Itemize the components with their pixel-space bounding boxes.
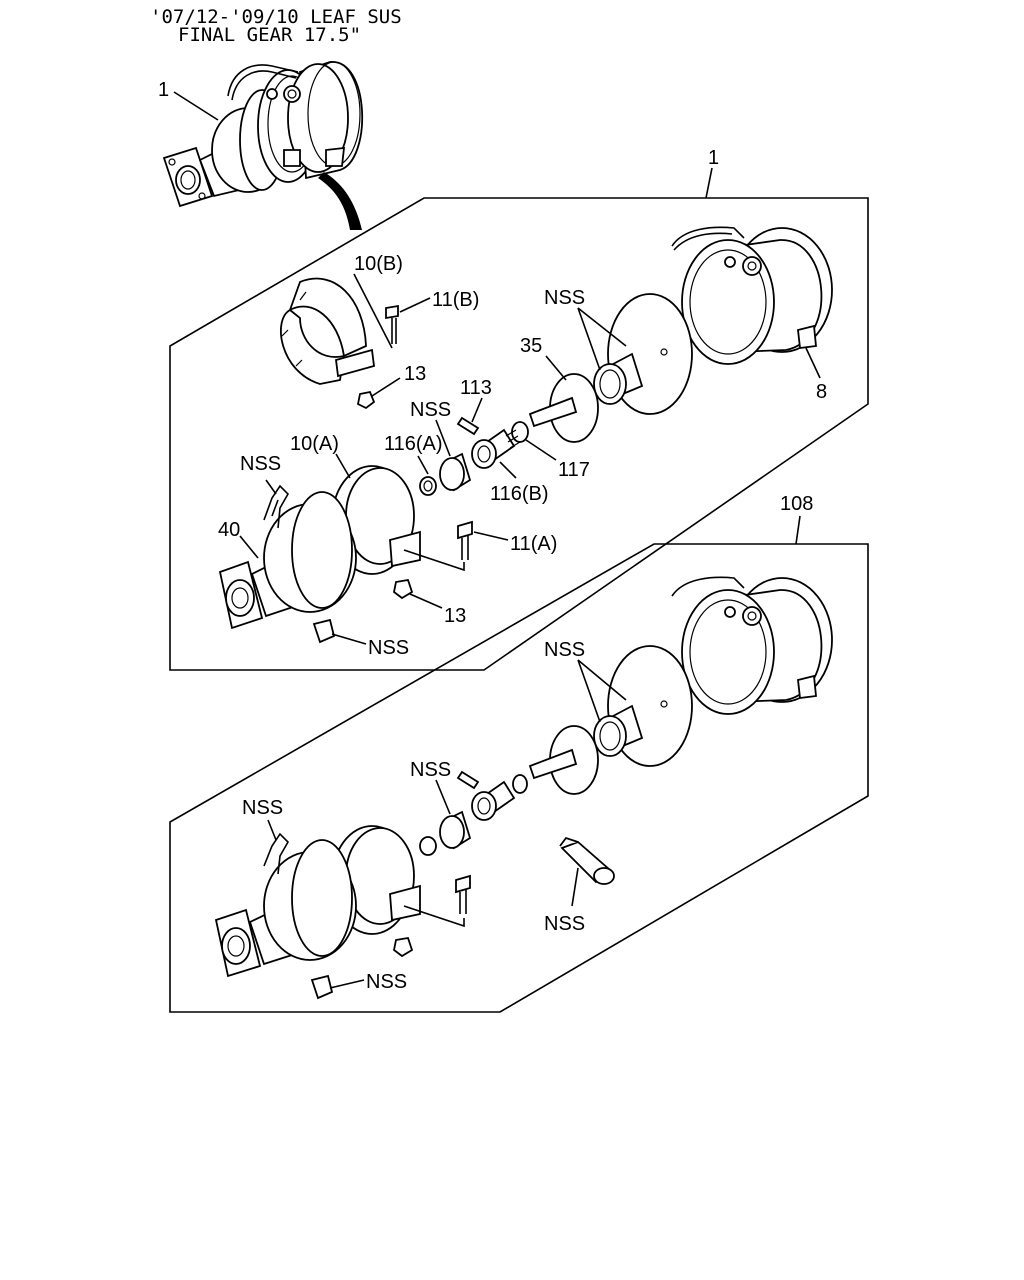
- kit-washer: [419, 836, 437, 856]
- kit-tube-tool: [559, 836, 615, 885]
- assembled-chamber-view: [162, 61, 363, 208]
- label-p116b: 116(B): [490, 483, 549, 505]
- part-113-pin: [456, 416, 480, 436]
- part-10b-clamp-half: [280, 277, 375, 385]
- kit-bolt: [455, 874, 471, 914]
- kit-diaphragm: [593, 645, 693, 767]
- label-p113: 113: [460, 377, 492, 399]
- label-nss-g: NSS: [242, 797, 283, 819]
- label-p10b: 10(B): [354, 253, 403, 275]
- label-p40: 40: [218, 519, 240, 541]
- part-nss-cap-1: [312, 618, 336, 644]
- kit-fitting: [471, 780, 516, 821]
- label-nss-i: NSS: [544, 913, 585, 935]
- label-nss-e: NSS: [544, 639, 585, 661]
- part-116b-fitting: [471, 428, 521, 469]
- kit-chamber-body: [671, 576, 833, 715]
- part-35-push-rod: [528, 373, 599, 443]
- part-13-nut-upper: [356, 390, 376, 410]
- label-p35: 35: [520, 335, 542, 357]
- label-nss-f: NSS: [410, 759, 451, 781]
- label-box2-ref: 108: [780, 493, 813, 515]
- part-8-chamber-body: [671, 226, 833, 365]
- part-nss-diaphragm: [593, 293, 693, 415]
- kit-o-ring: [512, 774, 528, 794]
- label-p117: 117: [558, 459, 590, 481]
- box-exploded-view-1: [169, 197, 869, 671]
- kit-housing: [214, 832, 357, 978]
- header-line-2: FINAL GEAR 17.5": [178, 24, 362, 46]
- header-line-1: '07/12-'09/10 LEAF SUS: [150, 6, 402, 28]
- part-116a-washer: [419, 476, 437, 496]
- label-p13-lower: 13: [444, 605, 466, 627]
- label-p8: 8: [816, 381, 827, 403]
- label-nss-h: NSS: [366, 971, 407, 993]
- label-p10a: 10(A): [290, 433, 339, 455]
- part-11b-bolt: [385, 304, 399, 344]
- kit-clamp-ring: [331, 825, 421, 935]
- part-nss-sleeve: [439, 452, 472, 492]
- part-13-nut-lower: [393, 578, 414, 600]
- label-p11a: 11(A): [510, 533, 557, 555]
- label-p116a: 116(A): [384, 433, 443, 455]
- label-nss-c: NSS: [240, 453, 281, 475]
- part-11a-bolt: [457, 520, 473, 560]
- box-exploded-view-108: [169, 543, 869, 1013]
- label-p11b: 11(B): [432, 289, 479, 311]
- kit-sleeve: [439, 810, 472, 850]
- kit-cap: [310, 974, 334, 1000]
- transition-arrow: [318, 172, 362, 230]
- kit-nut: [393, 936, 414, 958]
- kit-push-rod: [528, 725, 599, 795]
- leader-top-assembly: [173, 91, 219, 121]
- part-40-housing: [218, 484, 357, 630]
- part-117-o-ring: [511, 421, 529, 443]
- label-nss-a: NSS: [544, 287, 585, 309]
- label-nss-b: NSS: [410, 399, 451, 421]
- label-top-assembly: 1: [158, 79, 169, 101]
- label-box1-ref: 1: [708, 147, 719, 169]
- kit-pin: [456, 770, 480, 790]
- label-p13-upper: 13: [404, 363, 426, 385]
- label-nss-d: NSS: [368, 637, 409, 659]
